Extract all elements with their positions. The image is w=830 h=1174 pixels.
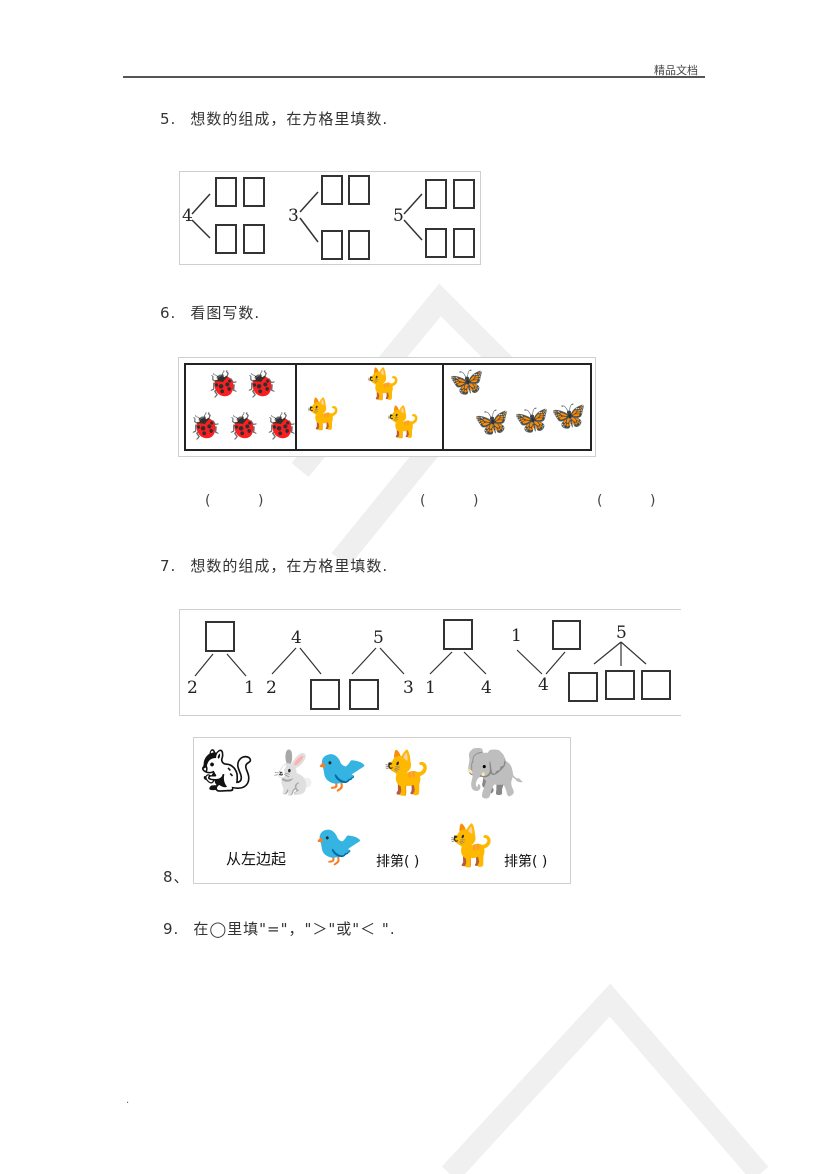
answer-box[interactable] [321,175,343,205]
answer-box[interactable] [641,670,671,700]
answer-box[interactable] [243,177,265,207]
question-text: 想数的组成，在方格里填数. [190,110,389,128]
question-9-title: 9. 在◯里填"="，"＞"或"＜ ". [163,918,396,939]
panel-divider [295,363,297,451]
rabbit-icon: 🐇 [266,748,319,797]
q5-figure: 4 3 5 [179,171,481,265]
cat-icon: 🐈 [380,748,433,797]
bird-icon: 🐦 [316,746,369,795]
q5-total-4: 4 [182,206,193,226]
question-number: 7. [160,557,177,575]
tree-leaf: 1 [244,678,255,698]
answer-box[interactable] [443,619,473,650]
answer-box[interactable] [453,179,475,209]
tree-leaf: 2 [187,678,198,698]
answer-box[interactable] [310,679,340,710]
answer-box[interactable] [215,177,237,207]
question-8-number: 8、 [163,868,190,886]
tree-bottom: 4 [538,675,549,695]
q6-figure: 🐞 🐞 🐞 🐞 🐞 🐈 🐈 🐈 🦋 🦋 🦋 🦋 [178,357,596,457]
answer-paren-open: ( [420,493,426,509]
tree-part: 1 [511,626,522,646]
panel-divider [442,363,444,451]
ladybug-icon: 🐞 [245,370,278,400]
q5-total-3: 3 [288,206,299,226]
rank-label-cat[interactable]: 排第( ) [504,854,548,870]
q7-figure: 2 1 4 2 5 3 1 4 1 4 5 [179,609,681,716]
q7-tree-lines [194,641,647,677]
rank-label-bird[interactable]: 排第( ) [376,854,420,870]
question-5-title: 5. 想数的组成，在方格里填数. [160,108,388,129]
question-text: 想数的组成，在方格里填数. [190,557,389,575]
footer-dot: . [126,1095,130,1106]
q8-prompt: 从左边起 [226,850,287,868]
ladybug-icon: 🐞 [189,412,222,442]
answer-paren-close: ) [650,493,656,509]
answer-box[interactable] [348,230,370,260]
answer-box[interactable] [453,228,475,258]
answer-box[interactable] [568,672,598,702]
tree-leaf: 3 [403,678,414,698]
answer-paren-close: ) [473,493,479,509]
tree-leaf: 4 [481,678,492,698]
answer-blank-ladybugs[interactable] [214,490,256,510]
tree-leaf: 2 [266,678,277,698]
cat-icon: 🐈 [446,823,496,869]
question-number: 5. [160,110,177,128]
butterfly-icon: 🦋 [514,403,549,436]
answer-box[interactable] [349,679,379,710]
tree-leaf: 1 [425,678,436,698]
question-number: 9. [163,920,180,938]
q5-total-5: 5 [393,206,404,226]
cat-icon: 🐈 [384,405,422,440]
question-text: 在◯里填"="，"＞"或"＜ ". [193,920,396,938]
answer-box[interactable] [552,620,581,650]
question-number: 6. [160,304,177,322]
tree-top: 5 [373,628,384,648]
answer-box[interactable] [243,224,265,254]
answer-box[interactable] [348,175,370,205]
question-6-title: 6. 看图写数. [160,302,260,323]
ladybug-icon: 🐞 [227,412,260,442]
elephant-icon: 🐘 [464,744,527,802]
butterfly-icon: 🦋 [449,365,484,398]
answer-paren-open: ( [205,493,211,509]
tree-top: 4 [291,628,302,648]
answer-box[interactable] [605,670,635,700]
ladybug-icon: 🐞 [207,370,240,400]
answer-blank-butterflies[interactable] [606,490,648,510]
answer-box[interactable] [425,228,447,258]
cat-icon: 🐈 [364,367,402,402]
q5-branch-lines [191,191,423,243]
answer-box[interactable] [215,224,237,254]
header-rule [123,76,705,78]
tree-top: 5 [616,623,627,643]
answer-paren-open: ( [597,493,603,509]
q6-panel-frame [184,363,592,451]
bird-icon: 🐦 [314,823,364,869]
answer-paren-close: ) [258,493,264,509]
squirrel-icon: 🐿 [200,746,254,795]
butterfly-icon: 🦋 [474,405,509,438]
ladybug-icon: 🐞 [265,412,298,442]
question-text: 看图写数. [190,304,261,322]
question-7-title: 7. 想数的组成，在方格里填数. [160,555,388,576]
answer-box[interactable] [321,230,343,260]
butterfly-icon: 🦋 [551,399,586,432]
answer-blank-cats[interactable] [429,490,471,510]
header-label: 精品文档 [654,64,698,77]
answer-box[interactable] [205,621,235,652]
answer-box[interactable] [425,179,447,209]
q8-figure: 🐿 🐇 🐦 🐈 🐘 从左边起 🐦 排第( ) 🐈 排第( ) [193,737,571,884]
cat-icon: 🐈 [304,397,342,432]
